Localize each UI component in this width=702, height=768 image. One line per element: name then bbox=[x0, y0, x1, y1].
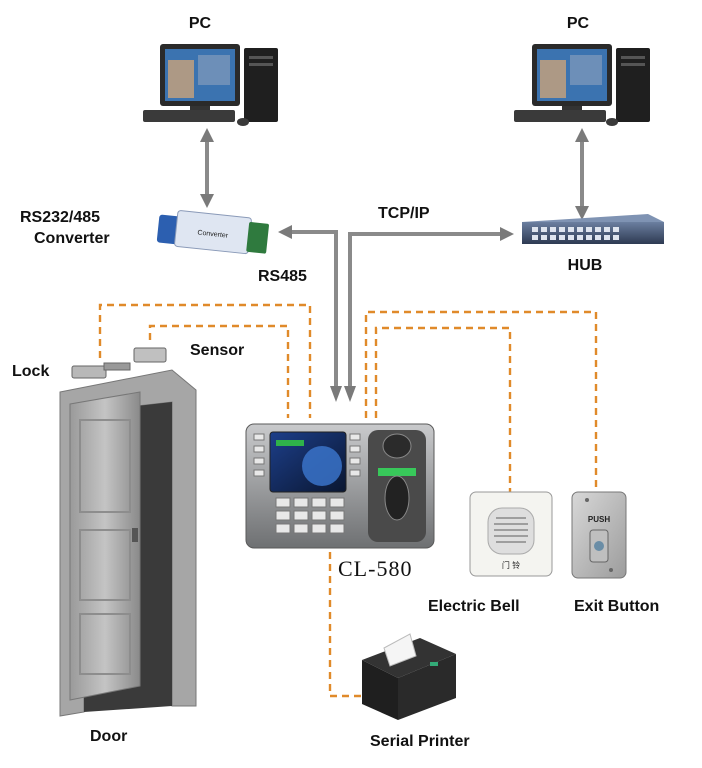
lock-label: Lock bbox=[12, 363, 49, 380]
converter-label-line2: Converter bbox=[34, 230, 110, 247]
network-hub bbox=[522, 214, 664, 244]
rs232-485-converter: Converter bbox=[156, 210, 269, 255]
converter-label-line1: RS232/485 bbox=[20, 209, 100, 226]
exit-push-text: PUSH bbox=[588, 515, 610, 524]
bell-exit-wiring bbox=[364, 310, 598, 492]
electric-bell: 门 铃 bbox=[469, 491, 553, 577]
door bbox=[59, 369, 197, 717]
pc-left bbox=[143, 44, 278, 126]
device-model-label: CL-580 bbox=[338, 556, 412, 581]
printer-wiring bbox=[328, 552, 364, 698]
pc-right-label: PC bbox=[567, 15, 590, 32]
electric-bell-label: Electric Bell bbox=[428, 598, 520, 615]
serial-printer-label: Serial Printer bbox=[370, 733, 470, 750]
cl580-terminal bbox=[245, 423, 435, 549]
rs485-label: RS485 bbox=[258, 268, 307, 285]
network-arrows bbox=[200, 128, 589, 402]
serial-printer bbox=[362, 633, 456, 720]
network-lines bbox=[205, 138, 584, 390]
exit-button: PUSH bbox=[571, 491, 627, 579]
tcpip-label: TCP/IP bbox=[378, 205, 430, 222]
door-lock bbox=[71, 362, 131, 379]
sensor-lock-wiring bbox=[98, 303, 312, 418]
sensor-label: Sensor bbox=[190, 342, 244, 359]
pc-right bbox=[514, 44, 650, 126]
door-label: Door bbox=[90, 728, 127, 745]
pc-left-label: PC bbox=[189, 15, 212, 32]
bell-face-text: 门 铃 bbox=[502, 560, 520, 570]
exit-button-label: Exit Button bbox=[574, 598, 659, 615]
converter-face-text: Converter bbox=[197, 230, 229, 240]
hub-label: HUB bbox=[568, 257, 603, 274]
door-sensor bbox=[133, 347, 167, 363]
